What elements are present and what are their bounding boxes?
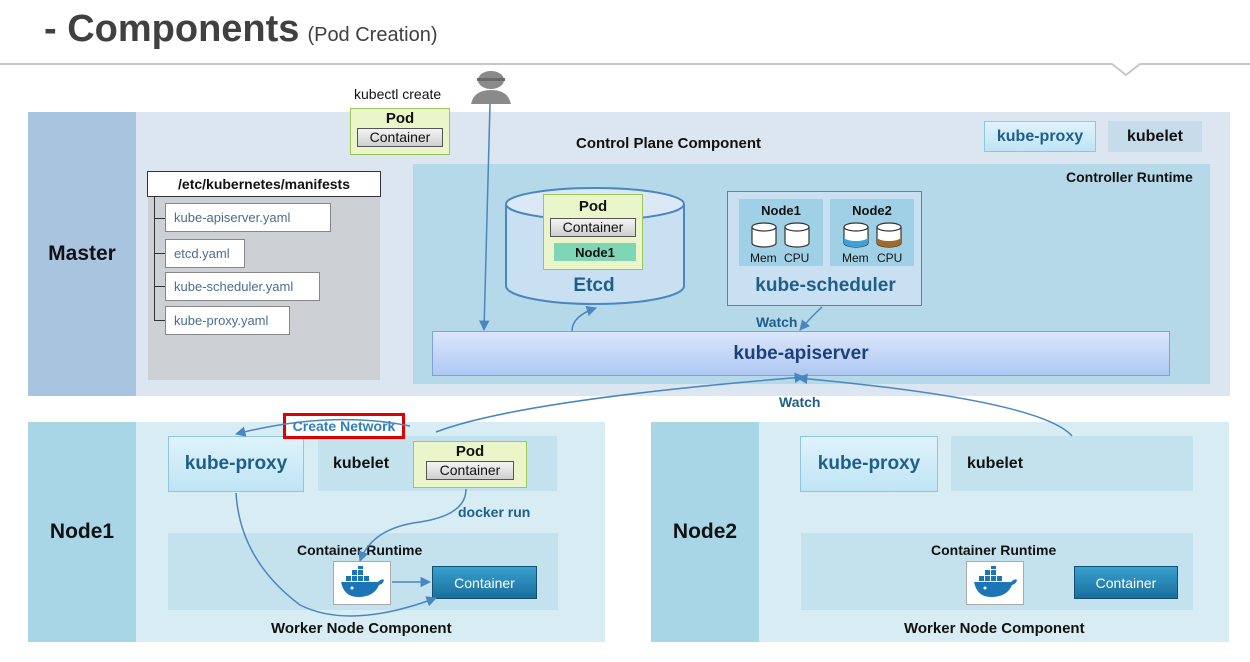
kubectl-label: kubectl create	[354, 86, 442, 102]
docker-whale-icon	[974, 566, 1017, 597]
controller-runtime-label: Controller Runtime	[1066, 169, 1193, 185]
tree-branch	[154, 286, 165, 287]
node2-kube-proxy-text: kube-proxy	[817, 453, 921, 474]
node2-worker-label: Worker Node Component	[904, 620, 1085, 637]
manifest-file: kube-scheduler.yaml	[165, 272, 320, 301]
etcd-label: Etcd	[554, 274, 634, 298]
manifests-path-text: /etc/kubernetes/manifests	[178, 176, 350, 192]
tree-branch	[154, 320, 165, 321]
etcd-pod: Pod Container Node1	[543, 194, 643, 270]
watch-label-bottom: Watch	[779, 394, 821, 410]
master-kubelet-text: kubelet	[1126, 127, 1183, 145]
master-side-label: Master	[28, 112, 136, 396]
title-sub: (Pod Creation)	[307, 24, 438, 46]
node2-mem-icon	[843, 222, 869, 248]
scheduler-node1-name: Node1	[761, 203, 801, 218]
node2-kubelet: kubelet	[951, 436, 1193, 491]
create-network-text: Create Network	[292, 418, 396, 434]
node1-cpu-label: CPU	[784, 251, 810, 265]
user-icon	[471, 71, 511, 104]
master-label-text: Master	[48, 242, 116, 265]
node1-kube-proxy-text: kube-proxy	[184, 453, 288, 474]
node1-kube-proxy: kube-proxy	[168, 436, 304, 492]
node1-runtime-container-text: Container	[454, 574, 515, 591]
node1-container-runtime-label: Container Runtime	[297, 542, 423, 558]
tree-branch	[154, 218, 165, 219]
docker-whale-icon	[341, 566, 384, 597]
control-plane-label: Control Plane Component	[576, 135, 761, 152]
node2-runtime-container-text: Container	[1095, 574, 1157, 591]
node1-label-text: Node1	[49, 520, 115, 543]
node2-cpu-label: CPU	[877, 251, 903, 265]
apiserver-label-text: kube-apiserver	[733, 342, 869, 364]
scheduler-node2-name: Node2	[852, 203, 892, 218]
watch-label-top: Watch	[756, 314, 798, 330]
node1-pod-container: Container	[426, 461, 514, 480]
node1-docker-icon	[333, 561, 391, 605]
etcd-pod-node-text: Node1	[575, 244, 615, 260]
kubectl-pod: Pod Container	[350, 108, 450, 155]
manifest-file: kube-proxy.yaml	[165, 306, 290, 335]
etcd-pod-node: Node1	[554, 243, 636, 261]
node2-side-label: Node2	[651, 422, 759, 642]
title-main: - Components	[44, 8, 300, 50]
scheduler-label: kube-scheduler	[727, 274, 924, 298]
node2-cpu-icon	[876, 222, 902, 248]
create-network-highlight: Create Network	[283, 413, 405, 439]
node2-docker-icon	[966, 561, 1024, 605]
node2-mem-label: Mem	[842, 251, 869, 265]
master-kubelet: kubelet	[1108, 121, 1202, 152]
node1-mem-label: Mem	[750, 251, 777, 265]
node1-cpu-icon	[784, 222, 810, 248]
node1-mem-icon	[751, 222, 777, 248]
node1-runtime-container: Container	[432, 566, 537, 599]
kube-apiserver: kube-apiserver	[432, 331, 1170, 376]
node2-kube-proxy: kube-proxy	[800, 436, 938, 492]
tree-branch	[154, 253, 165, 254]
node2-label-text: Node2	[672, 520, 738, 543]
node1-pod: Pod Container	[413, 441, 527, 488]
docker-run-label: docker run	[458, 504, 531, 520]
node2-kubelet-text: kubelet	[967, 455, 1024, 472]
manifests-path: /etc/kubernetes/manifests	[147, 171, 381, 197]
manifest-file: kube-apiserver.yaml	[165, 203, 331, 232]
scheduler-label-text: kube-scheduler	[755, 275, 896, 296]
kubectl-pod-container: Container	[357, 128, 443, 147]
manifests-tree-line	[154, 197, 155, 320]
node1-side-label: Node1	[28, 422, 136, 642]
master-kube-proxy-text: kube-proxy	[996, 127, 1084, 145]
node1-pod-label: Pod	[455, 443, 485, 460]
node2-runtime-container: Container	[1074, 566, 1178, 599]
node2-container-runtime-label: Container Runtime	[931, 542, 1057, 558]
etcd-pod-label: Pod	[578, 198, 608, 215]
node1-worker-label: Worker Node Component	[271, 620, 452, 637]
manifest-file: etcd.yaml	[165, 239, 245, 268]
etcd-pod-container: Container	[550, 218, 636, 237]
node1-kubelet-text: kubelet	[333, 455, 390, 472]
etcd-label-text: Etcd	[573, 275, 615, 296]
master-kube-proxy: kube-proxy	[984, 121, 1096, 152]
page-title: - Components (Pod Creation)	[44, 8, 438, 51]
kubectl-pod-label: Pod	[385, 110, 415, 127]
